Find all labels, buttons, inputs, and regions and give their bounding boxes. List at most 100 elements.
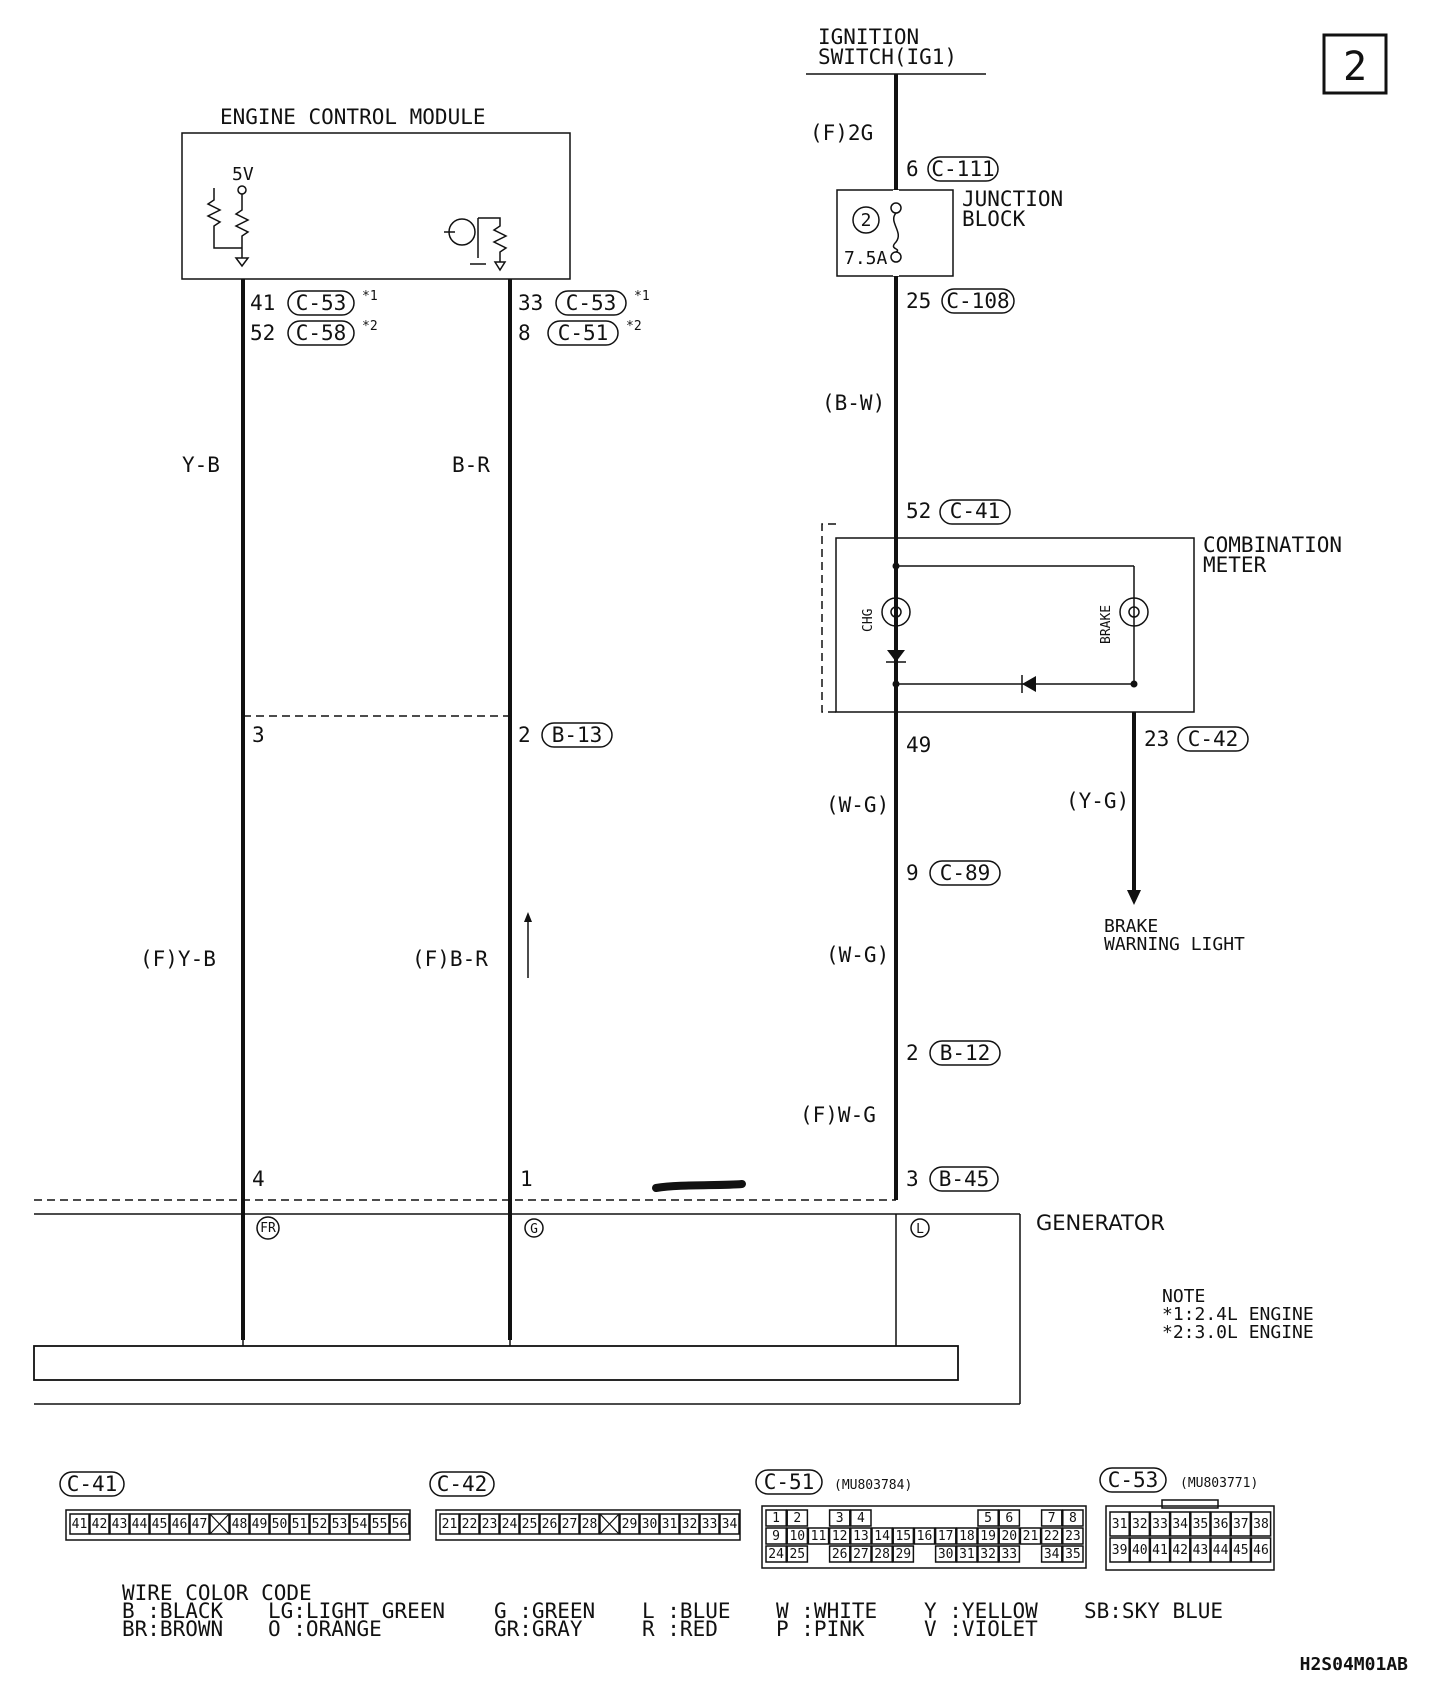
terminal-l: L <box>916 1222 924 1237</box>
connector-pin-cell <box>1109 1511 1130 1537</box>
wire-color-entry: Y :YELLOW <box>924 1599 1038 1623</box>
connector-b13: B-13 <box>552 723 603 747</box>
pin-2-b12: 2 <box>906 1041 919 1065</box>
terminal-fr: FR <box>260 1221 276 1236</box>
connector-pin-cell <box>229 1513 250 1535</box>
connector-pin-cell <box>765 1509 787 1527</box>
wire-color-entry: BR:BROWN <box>122 1617 223 1641</box>
ink-mark <box>652 1180 746 1192</box>
brake-lamp-filament <box>1128 606 1140 618</box>
connector-pin-number: 24 <box>768 1547 784 1562</box>
connector-tag-b45 <box>929 1166 999 1192</box>
footnote-2b: *2 <box>626 319 642 334</box>
connector-pin-cell <box>1169 1511 1191 1537</box>
connector-c111: C-111 <box>931 157 994 181</box>
page-number: 2 <box>1343 44 1367 90</box>
connector-pin-number: 37 <box>1233 1517 1249 1532</box>
chg-lamp-icon <box>881 597 911 627</box>
connector-pin-cell <box>914 1546 934 1562</box>
ground-icon <box>234 257 250 268</box>
junction-block-label-2: BLOCK <box>962 207 1026 231</box>
ecm-voltage: 5V <box>232 164 254 185</box>
brake-lamp-icon <box>1119 597 1149 627</box>
connector-pin-cell <box>189 1513 210 1535</box>
pin-9: 9 <box>906 861 919 885</box>
pin-52: 52 <box>906 499 931 523</box>
connector-pin-cell <box>1149 1537 1171 1563</box>
connector-pin-number: 42 <box>92 1517 108 1532</box>
connector-pin-number: 49 <box>252 1517 268 1532</box>
connector-face-part: (MU803784) <box>834 1478 912 1493</box>
input-resistor-icon <box>206 188 242 249</box>
wire-color-entry: P :PINK <box>776 1617 865 1641</box>
footnote-1b: *1 <box>634 289 650 304</box>
connector-pin-number: 29 <box>895 1547 911 1562</box>
connector-pin-cell <box>329 1513 350 1535</box>
connector-pin-cell <box>599 1513 620 1535</box>
connector-pin-number: 7 <box>1048 1511 1056 1526</box>
connector-pin-number: 47 <box>192 1517 208 1532</box>
connector-pin-cell <box>519 1513 540 1535</box>
brake-warning-label-1: BRAKE <box>1104 916 1158 937</box>
connector-pin-cell <box>619 1513 640 1535</box>
connector-pin-number: 10 <box>789 1529 805 1544</box>
connector-pin-cell <box>1040 1509 1063 1527</box>
connector-pin-cell <box>934 1527 957 1545</box>
pin-41: 41 <box>250 291 275 315</box>
connector-pin-cell <box>1062 1509 1084 1527</box>
pin-6: 6 <box>906 157 919 181</box>
wire-label-yb: Y-B <box>182 453 220 477</box>
connector-b12: B-12 <box>940 1041 991 1065</box>
connector-tag-b12 <box>929 1040 1001 1066</box>
connector-pin-cell <box>499 1513 520 1535</box>
wire-color-entry: B :BLACK <box>122 1599 224 1623</box>
connector-pin-number: 40 <box>1132 1543 1148 1558</box>
connector-pin-number: 48 <box>232 1517 248 1532</box>
chg-diode-icon <box>887 650 905 662</box>
wire-label-fyb: (F)Y-B <box>140 947 216 971</box>
connector-pin-number: 33 <box>1152 1517 1168 1532</box>
connector-pin-number: 41 <box>72 1517 88 1532</box>
connector-pin-cell <box>998 1509 1021 1527</box>
connector-c108: C-108 <box>946 289 1009 313</box>
connector-pin-cell <box>977 1527 999 1545</box>
connector-pin-cell <box>1149 1511 1171 1537</box>
output-resistor-icon <box>478 217 508 262</box>
connector-c89: C-89 <box>940 861 991 885</box>
ignition-switch-label-2: SWITCH(IG1) <box>818 45 957 69</box>
fuse-element <box>892 212 899 253</box>
connector-body <box>1105 1505 1275 1571</box>
connector-c51: C-51 <box>558 321 609 345</box>
connector-pin-cell <box>892 1545 915 1563</box>
connector-pin-cell <box>808 1546 828 1562</box>
connector-pin-number: 6 <box>1005 1511 1013 1526</box>
meter-dashed-outline <box>821 523 836 713</box>
connector-pin-cell <box>765 1527 787 1545</box>
connector-tag-c89 <box>929 860 1001 886</box>
connector-pin-number: 24 <box>502 1517 518 1532</box>
connector-pin-cell <box>850 1527 872 1545</box>
ignition-switch-label-1: IGNITION <box>818 25 919 49</box>
connector-pin-number: 32 <box>1132 1517 1148 1532</box>
note-title: NOTE <box>1162 1286 1205 1307</box>
connector-pin-cell <box>871 1527 893 1545</box>
connector-pin-cell <box>539 1513 560 1535</box>
connector-face-tag <box>755 1469 823 1495</box>
connector-pin-number: 28 <box>582 1517 598 1532</box>
brake-warning-label-2: WARNING LIGHT <box>1104 934 1245 955</box>
connector-pin-cell <box>786 1527 809 1545</box>
connector-pin-number: 23 <box>1065 1529 1081 1544</box>
connector-pin-cell <box>249 1513 270 1535</box>
connector-pin-number: 45 <box>152 1517 168 1532</box>
connector-pin-cell <box>1210 1537 1231 1563</box>
connector-pin-number: 31 <box>959 1547 975 1562</box>
connector-face-name: C-42 <box>437 1472 488 1496</box>
connector-body <box>435 1509 741 1541</box>
connector-pin-cell <box>765 1545 787 1563</box>
connector-pin-cell <box>109 1513 130 1535</box>
connector-pin-number: 23 <box>482 1517 498 1532</box>
connector-pin-number: 4 <box>857 1511 865 1526</box>
